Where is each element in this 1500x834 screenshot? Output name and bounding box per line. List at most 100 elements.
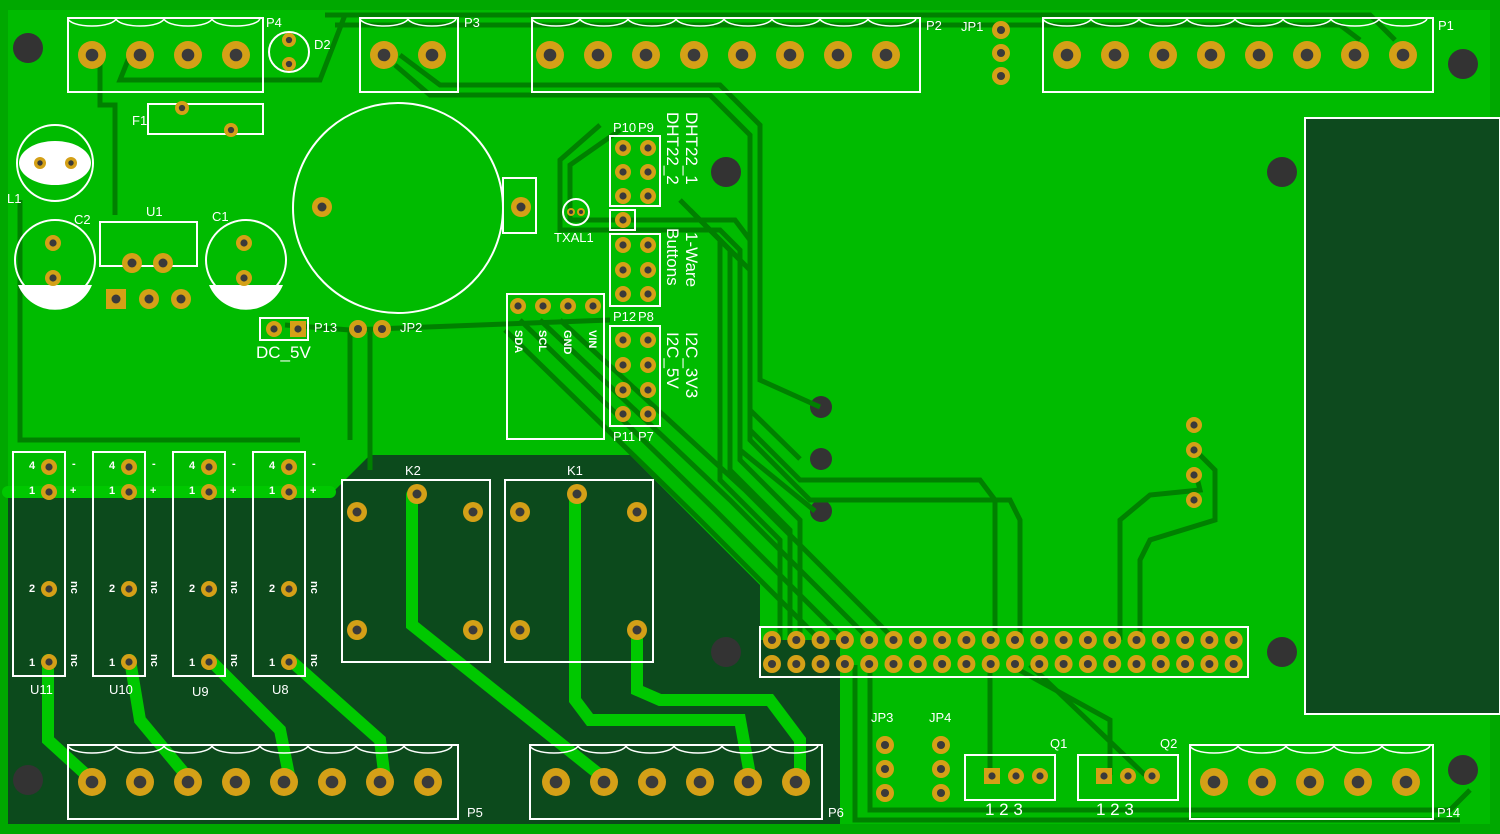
opto-pad-hole <box>285 585 293 593</box>
jp4-pad-hole <box>936 764 946 774</box>
p3-pad-hole <box>377 48 391 62</box>
gpio-pad-hole <box>1205 659 1214 669</box>
gpio-pad-hole <box>1059 659 1068 669</box>
gpio-pad-hole <box>1132 659 1141 669</box>
p14-pad-hole <box>1303 775 1317 789</box>
gpio-pad-hole <box>889 635 898 645</box>
u1-pad-hole <box>127 258 137 268</box>
label-u10-pin1: 1 <box>109 485 116 497</box>
label-u9-nc: nc <box>228 581 240 594</box>
label-u10-pin4: 4 <box>109 460 116 472</box>
p5-pad-hole <box>85 775 99 789</box>
c2-pad-hole <box>49 239 57 247</box>
label-c2: C2 <box>74 212 91 227</box>
opto-pad-hole <box>125 463 133 471</box>
sensor-pad-hole <box>1190 446 1198 454</box>
gpio-pad-hole <box>1059 635 1068 645</box>
header-pad-hole <box>619 290 627 298</box>
label-u11-nc2: nc <box>68 654 80 667</box>
label-u11-minus: - <box>72 458 76 470</box>
power-traces <box>2 486 806 786</box>
header-pad-hole <box>619 266 627 274</box>
header-pad-hole <box>644 144 652 152</box>
jp3-pad-hole <box>880 788 890 798</box>
label-p6: P6 <box>828 805 844 820</box>
p2-pad-hole <box>591 48 605 62</box>
p5-pad-hole <box>181 775 195 789</box>
gpio-pad-hole <box>962 659 971 669</box>
header-scallops <box>67 17 1431 754</box>
u1-pin-pad-hole <box>111 294 121 304</box>
p4-pad-hole <box>85 48 99 62</box>
opto-pad-hole <box>125 658 133 666</box>
label-p5: P5 <box>467 805 483 820</box>
label-l1: L1 <box>7 191 22 206</box>
gpio-pad-hole <box>1108 659 1117 669</box>
label-q2-pins: 1 2 3 <box>1096 800 1134 819</box>
gpio-pad-hole <box>938 659 947 669</box>
mounting-holes <box>13 33 1478 795</box>
label-p13: P13 <box>314 320 338 335</box>
header-pad-hole <box>619 192 627 200</box>
opto-pad-hole <box>205 585 213 593</box>
p2-pad-hole <box>735 48 749 62</box>
p14-pad-hole <box>1255 775 1269 789</box>
k1-pad-hole <box>572 489 582 499</box>
label-f1: F1 <box>132 113 148 128</box>
p1-pad-hole <box>1252 48 1266 62</box>
p1-pad-hole <box>1060 48 1074 62</box>
header-pad-hole <box>619 361 627 369</box>
gpio-pad-hole <box>1083 659 1092 669</box>
label-u8-pin4: 4 <box>269 460 276 472</box>
c2-pad-hole <box>49 274 57 282</box>
p5-pad-hole <box>325 775 339 789</box>
label-buttons: Buttons <box>663 228 682 286</box>
label-dht22-1: DHT22_1 <box>682 112 701 185</box>
gpio-pad-hole <box>865 635 874 645</box>
f1-pad-hole <box>178 104 186 112</box>
label-gnd: GND <box>561 330 573 355</box>
q2-pad-hole <box>1100 772 1108 780</box>
label-u8: U8 <box>272 682 289 697</box>
label-p2: P2 <box>926 18 942 33</box>
gpio-pad-hole <box>1205 635 1214 645</box>
label-u8-pin2: 2 <box>269 583 276 595</box>
l1-pad-hole <box>68 160 74 166</box>
l1-body <box>19 141 91 185</box>
jp4-pad-hole <box>936 788 946 798</box>
gpio-pad-hole <box>767 659 777 669</box>
gpio-pad-hole <box>1132 635 1141 645</box>
d2-pad-hole <box>285 60 293 68</box>
gpio-pad-hole <box>1035 659 1044 669</box>
opto-pad-hole <box>205 463 213 471</box>
k2-pad-hole <box>468 625 478 635</box>
gpio-pad-hole <box>1083 635 1092 645</box>
label-d2: D2 <box>314 37 331 52</box>
header-pad-hole <box>619 386 627 394</box>
label-u10-plus: + <box>150 485 157 497</box>
header-pad-hole <box>619 336 627 344</box>
p1-pad-hole <box>1396 48 1410 62</box>
f1-pad-hole <box>227 126 235 134</box>
opto-pad-hole <box>285 488 293 496</box>
gpio-pad-hole <box>1010 635 1020 645</box>
opto-pad-hole <box>125 585 133 593</box>
gpio-pad-hole <box>865 659 874 669</box>
label-u8-nc: nc <box>308 581 320 594</box>
label-u9: U9 <box>192 684 209 699</box>
gpio-pad-hole <box>816 659 825 669</box>
c2-polarity-fill <box>18 285 92 310</box>
label-u10: U10 <box>109 682 133 697</box>
u1-pin-pad-hole <box>144 294 154 304</box>
label-dc5v: DC_5V <box>256 343 311 362</box>
u1-pad-hole <box>158 258 168 268</box>
k1-pad-hole <box>632 507 642 517</box>
p6-pad-hole <box>597 775 611 789</box>
label-u11-pin1b: 1 <box>29 657 36 669</box>
p6-pad-hole <box>741 775 755 789</box>
label-p9: P9 <box>638 120 654 135</box>
gpio-pad-hole <box>840 659 849 669</box>
label-p4: P4 <box>266 15 282 30</box>
header-pad-hole <box>644 241 652 249</box>
